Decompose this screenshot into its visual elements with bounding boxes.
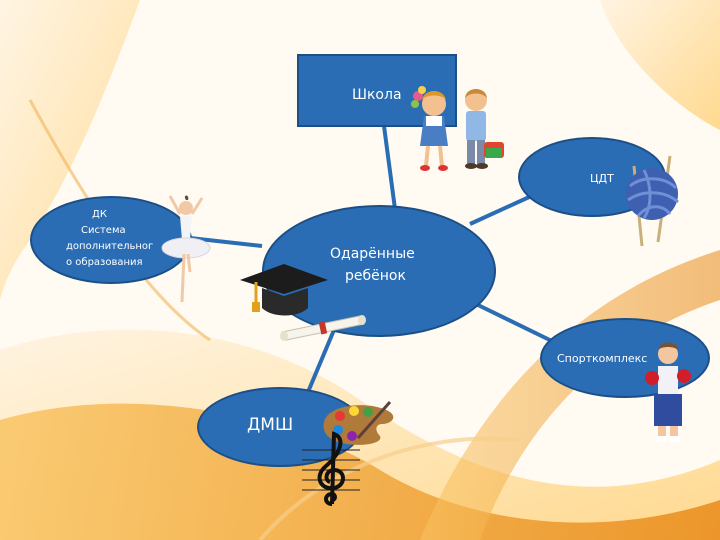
connector-cdt [469, 191, 539, 226]
center-label-line1: Одарённые [330, 246, 415, 262]
cdt-label: ЦДТ [590, 172, 614, 185]
graduation-cap-icon [240, 264, 328, 316]
dk-line1: ДК [92, 209, 107, 220]
schoolchildren-icon [411, 86, 504, 171]
dk-line2: Система [81, 225, 126, 236]
school-label: Школа [352, 87, 402, 103]
dmsh-label: ДМШ [247, 415, 294, 435]
connector-dmsh [306, 329, 336, 393]
connector-dk [189, 236, 263, 248]
diploma-scroll-icon [280, 315, 366, 341]
sport-node: Спорткомплекс [540, 318, 710, 398]
treble-clef-icon [302, 431, 360, 506]
dk-line3: дополнительног [66, 241, 154, 252]
center-label-line2: ребёнок [345, 268, 406, 284]
boxer-child-icon [645, 342, 691, 442]
sport-label: Спорткомплекс [557, 352, 648, 365]
connector-sport [477, 303, 561, 347]
dk-line4: о образования [66, 257, 143, 268]
connector-school [382, 125, 397, 210]
ballerina-icon [161, 195, 211, 303]
yarn-ball-icon [626, 155, 679, 247]
paint-palette-icon [323, 401, 394, 445]
